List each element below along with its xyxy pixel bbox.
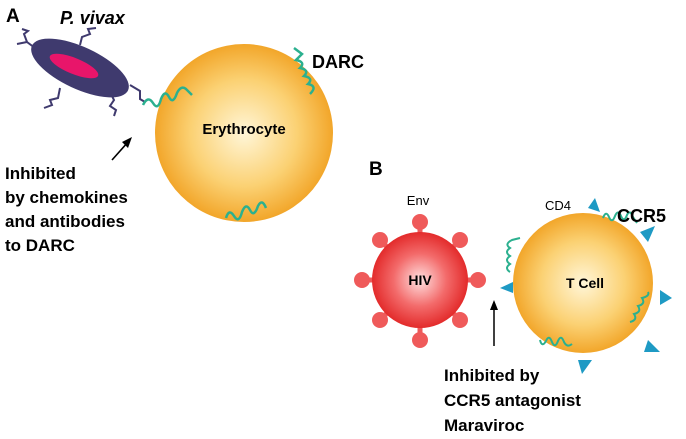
ccr5-inhibition-note: Inhibited by CCR5 antagonist Maraviroc [444, 366, 586, 435]
arrow-icon [490, 300, 498, 346]
t-cell [513, 213, 653, 353]
darc-inhibition-note: Inhibited by chemokines and antibodies t… [5, 164, 133, 255]
panel-a-label: A [6, 6, 20, 27]
darc-label: DARC [312, 52, 364, 72]
ccr5-receptors [506, 211, 650, 347]
erythrocyte-label: Erythrocyte [202, 121, 285, 138]
erythrocyte-cell [155, 44, 333, 222]
parasite-nucleus [49, 53, 99, 79]
darc-receptors [141, 47, 315, 221]
ccr5-label: CCR5 [617, 206, 666, 226]
env-label: Env [407, 193, 430, 208]
cd4-receptors [500, 198, 672, 374]
hiv-virion [372, 232, 468, 328]
cd4-label: CD4 [545, 198, 571, 213]
hiv-label: HIV [408, 272, 432, 288]
t-cell-label: T Cell [566, 275, 604, 291]
arrow-icon [111, 137, 132, 161]
parasite-label: P. vivax [60, 8, 126, 28]
panel-b-label: B [369, 159, 383, 180]
